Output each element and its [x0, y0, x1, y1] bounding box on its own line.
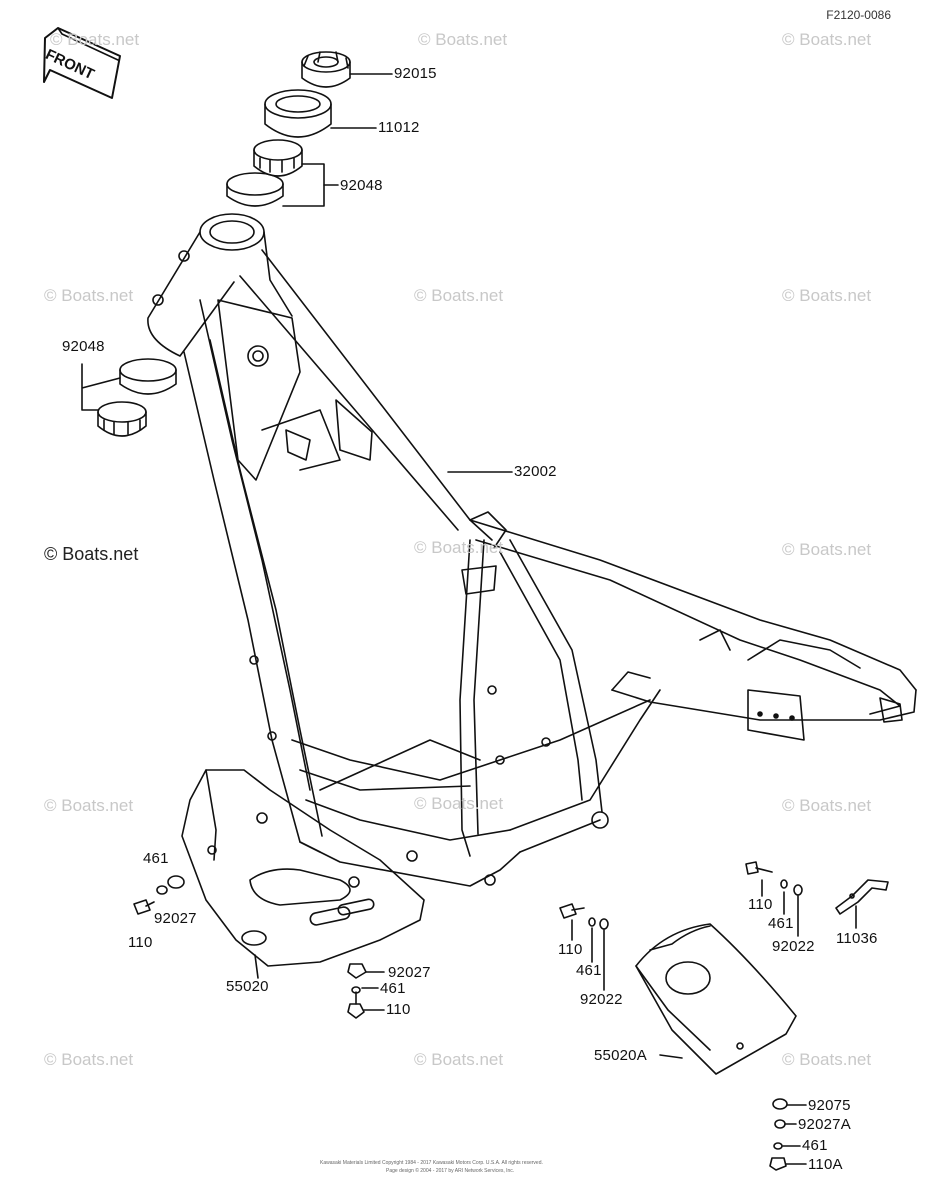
lower-bearing — [97, 401, 147, 437]
part-label-461[interactable]: 461 — [380, 980, 406, 997]
steering-nut — [301, 51, 351, 88]
part-label-92075[interactable]: 92075 — [808, 1097, 851, 1114]
upper-bearing — [253, 139, 303, 177]
watermark: © Boats.net — [782, 286, 872, 305]
part-label-32002[interactable]: 32002 — [514, 463, 557, 480]
watermark: © Boats.net — [414, 538, 504, 557]
watermark: © Boats.net — [414, 794, 504, 813]
hardware-center — [347, 963, 367, 1019]
watermark: © Boats.net — [414, 286, 504, 305]
part-label-92015[interactable]: 92015 — [394, 65, 437, 82]
part-label-110[interactable]: 110 — [748, 896, 773, 913]
main-frame — [147, 213, 917, 887]
part-label-110A[interactable]: 110A — [808, 1156, 843, 1173]
lower-race — [119, 358, 177, 395]
part-label-92048-left[interactable]: 92048 — [62, 338, 105, 355]
watermark: © Boats.net — [44, 796, 134, 815]
watermark: © Boats.net — [44, 1050, 134, 1069]
hardware-left — [133, 875, 185, 915]
front-arrow-icon — [43, 27, 121, 99]
part-label-461[interactable]: 461 — [802, 1137, 828, 1154]
part-label-110[interactable]: 110 — [558, 941, 583, 958]
part-label-92048-top[interactable]: 92048 — [340, 177, 383, 194]
part-label-92027A[interactable]: 92027A — [798, 1116, 851, 1133]
watermark: © Boats.net — [414, 1050, 504, 1069]
stem-cover — [264, 89, 332, 138]
part-label-11036[interactable]: 11036 — [836, 930, 878, 947]
watermark: © Boats.net — [44, 286, 134, 305]
watermark: © Boats.net — [418, 30, 508, 49]
part-label-461[interactable]: 461 — [576, 962, 602, 979]
part-label-461[interactable]: 461 — [768, 915, 794, 932]
part-label-92022[interactable]: 92022 — [772, 938, 815, 955]
hardware-mid — [559, 903, 609, 930]
watermark: © Boats.net — [782, 540, 872, 559]
watermark: © Boats.net — [782, 30, 872, 49]
upper-race — [226, 172, 284, 207]
copyright-line: Page design © 2004 - 2017 by ARI Network… — [386, 1168, 515, 1174]
part-label-92027[interactable]: 92027 — [154, 910, 197, 927]
watermark: © Boats.net — [782, 1050, 872, 1069]
hardware-bottom-right — [769, 1098, 788, 1171]
part-label-92022[interactable]: 92022 — [580, 991, 623, 1008]
part-label-461[interactable]: 461 — [143, 850, 169, 867]
skid-plate-rear — [635, 923, 797, 1075]
part-label-11012[interactable]: 11012 — [378, 119, 420, 136]
part-label-110[interactable]: 110 — [386, 1001, 411, 1018]
skid-plate — [181, 769, 425, 967]
diagram-code: F2120-0086 — [826, 8, 891, 22]
part-label-92027[interactable]: 92027 — [388, 964, 431, 981]
part-label-55020A[interactable]: 55020A — [594, 1047, 647, 1064]
copyright-line: Kawasaki Materials Limited Copyright 198… — [320, 1160, 543, 1166]
hardware-right — [745, 861, 889, 915]
part-label-55020[interactable]: 55020 — [226, 978, 269, 995]
watermark: © Boats.net — [50, 30, 140, 49]
watermark: © Boats.net — [44, 544, 139, 564]
part-label-110[interactable]: 110 — [128, 934, 153, 951]
watermark: © Boats.net — [782, 796, 872, 815]
